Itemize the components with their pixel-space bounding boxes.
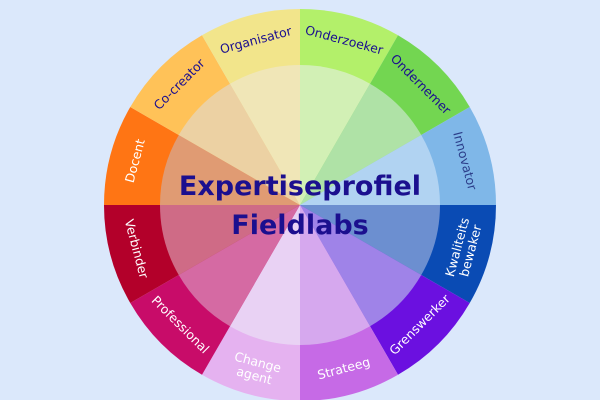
segment-inner-professional — [178, 205, 300, 327]
segment-inner-strateeg — [300, 205, 370, 345]
title-line-1: Expertiseprofiel — [179, 171, 421, 202]
title-line-2: Fieldlabs — [231, 210, 368, 241]
segment-inner-verbinder — [160, 205, 300, 275]
segment-inner-organisator — [230, 65, 300, 205]
segment-inner-docent — [160, 135, 300, 205]
segment-inner-kwaliteits-bewaker — [300, 205, 440, 275]
segment-inner-onderzoeker — [300, 65, 370, 205]
segment-inner-grenswerker — [300, 205, 422, 327]
segment-inner-change-agent — [230, 205, 300, 345]
segment-inner-ondernemer — [300, 83, 422, 205]
segment-inner-co-creator — [178, 83, 300, 205]
inner-ring — [160, 65, 440, 345]
segment-inner-innovator — [300, 135, 440, 205]
